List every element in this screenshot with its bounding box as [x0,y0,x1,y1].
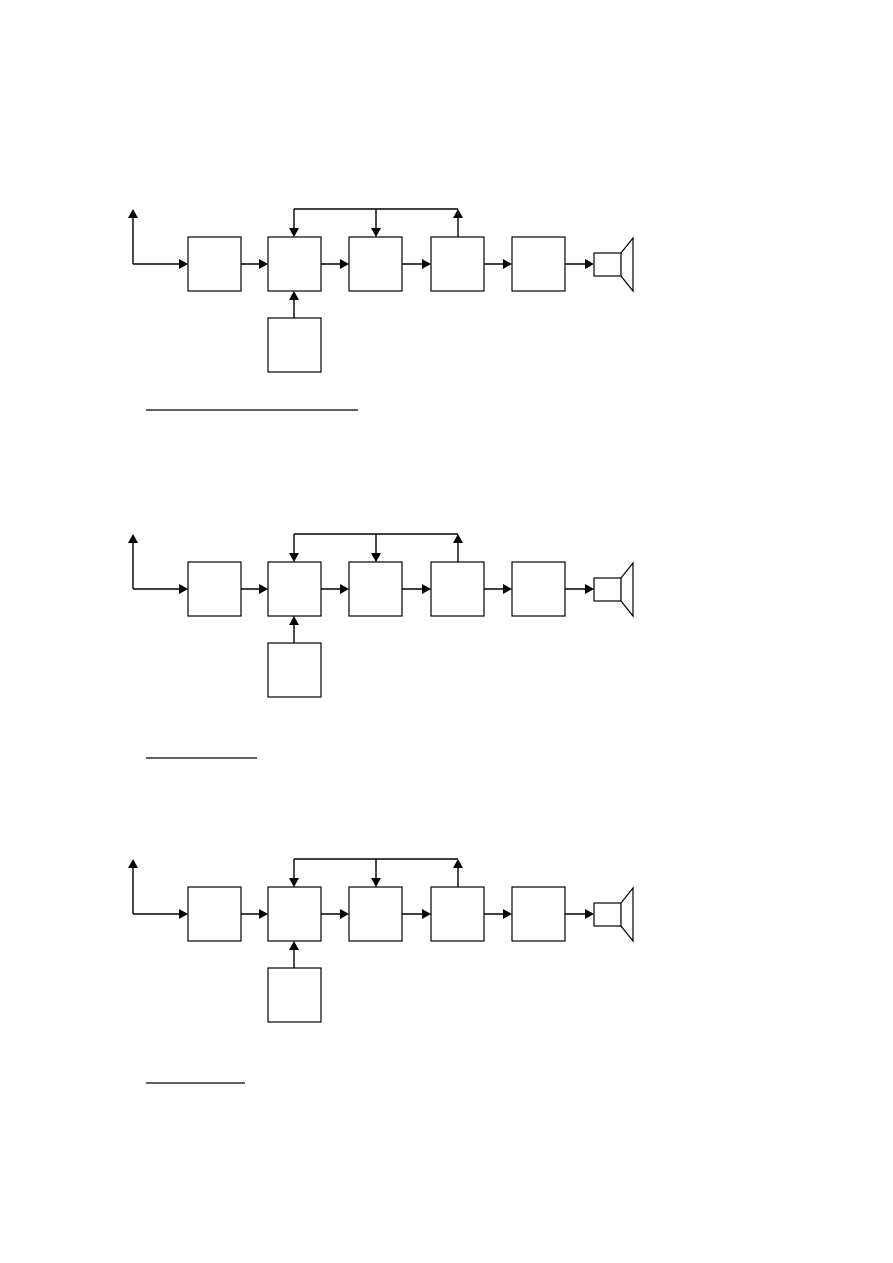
block-2 [267,236,322,292]
arrow-chain-3 [422,584,431,594]
arrow-into-block-2-top [289,228,299,237]
speaker-body [593,902,622,927]
arrow-chain-4 [503,584,512,594]
arrow-into-block-2-top [289,878,299,887]
arrow-into-block-3-top [371,878,381,887]
arrow-chain-2 [340,259,349,269]
block-6 [267,317,322,373]
block-5 [511,886,566,942]
speaker-cone [620,561,634,618]
antenna-tip [128,534,138,543]
speaker-body [593,252,622,277]
speaker-icon [593,886,634,943]
arrow-into-block-3-top [371,228,381,237]
arrow-into-block-1 [179,909,188,919]
arrow-feedback-source [453,209,463,218]
antenna-tip [128,209,138,218]
block-4 [430,561,485,617]
block-6 [267,642,322,698]
arrow-into-block-1 [179,584,188,594]
block-4 [430,886,485,942]
arrow-chain-3 [422,909,431,919]
speaker-body [593,577,622,602]
block-4 [430,236,485,292]
arrow-into-block-3-top [371,553,381,562]
antenna-icon [128,859,138,914]
arrow-into-block-2-bottom [289,941,299,950]
arrow-feedback-source [453,859,463,868]
arrow-into-speaker [585,584,594,594]
block-3 [348,886,403,942]
block-diagram-1 [128,208,634,411]
speaker-icon [593,236,634,293]
block-diagram-3 [128,858,634,1084]
block-2 [267,561,322,617]
arrow-feedback-source [453,534,463,543]
block-6 [267,967,322,1023]
speaker-cone [620,236,634,293]
block-5 [511,561,566,617]
block-1 [187,236,242,292]
arrow-into-block-2-bottom [289,616,299,625]
arrow-into-block-2-bottom [289,291,299,300]
antenna-icon [128,209,138,264]
arrow-into-speaker [585,909,594,919]
block-2 [267,886,322,942]
block-3 [348,236,403,292]
block-3 [348,561,403,617]
arrow-chain-1 [259,259,268,269]
block-diagram-2 [128,533,634,759]
arrow-chain-4 [503,909,512,919]
arrow-chain-3 [422,259,431,269]
arrow-chain-1 [259,584,268,594]
block-1 [187,561,242,617]
speaker-cone [620,886,634,943]
arrow-chain-1 [259,909,268,919]
arrow-chain-4 [503,259,512,269]
antenna-icon [128,534,138,589]
antenna-tip [128,859,138,868]
speaker-icon [593,561,634,618]
arrow-into-speaker [585,259,594,269]
arrow-chain-2 [340,584,349,594]
arrow-chain-2 [340,909,349,919]
block-1 [187,886,242,942]
block-5 [511,236,566,292]
arrow-into-block-2-top [289,553,299,562]
arrow-into-block-1 [179,259,188,269]
